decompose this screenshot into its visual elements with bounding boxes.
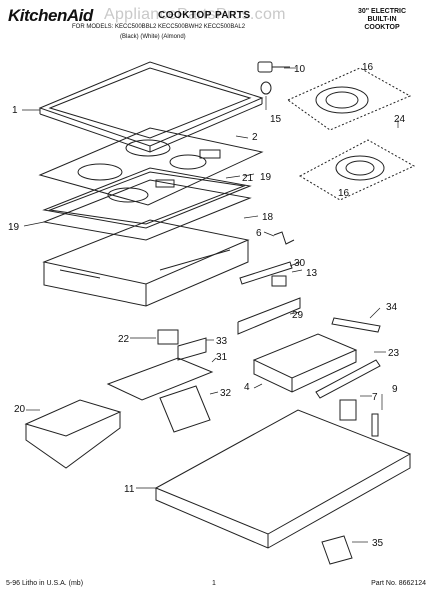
callout-32: 32	[220, 388, 232, 399]
callout-21: 21	[242, 173, 254, 184]
callout-7: 7	[372, 392, 378, 403]
part-16-24-elements	[286, 67, 416, 201]
part-2-glass-top	[38, 127, 264, 206]
callout-19-left: 19	[8, 222, 20, 233]
callout-15: 15	[270, 114, 282, 125]
part-4-control-panel	[252, 333, 358, 393]
part-30-13-bracket	[239, 261, 293, 287]
page-title: COOKTOP PARTS	[158, 10, 251, 21]
callout-16-bottom: 16	[338, 188, 350, 199]
product-subtitle: 30" ELECTRIC BUILT-IN COOKTOP	[338, 8, 426, 32]
callout-35: 35	[372, 538, 384, 549]
part-31-tray	[106, 357, 214, 401]
part-10-15-knob	[257, 61, 290, 95]
part-29-bracket	[237, 297, 301, 335]
callout-24: 24	[394, 114, 406, 125]
callout-29: 29	[292, 310, 304, 321]
callout-9: 9	[392, 384, 398, 395]
model-numbers: FOR MODELS: KECC500BBL2 KECC500BWH2 KECC…	[72, 24, 246, 30]
part-6-wire	[273, 231, 295, 245]
part-1-frame	[38, 61, 264, 153]
callout-2: 2	[252, 132, 258, 143]
part-32-bracket	[159, 385, 211, 433]
part-7-switch	[339, 399, 357, 421]
part-33-bracket	[177, 337, 207, 361]
watermark: AppliancePartsPros.com	[104, 6, 286, 23]
subtitle-line-3: COOKTOP	[364, 24, 400, 31]
callout-6: 6	[256, 228, 262, 239]
subtitle-line-1: 30" ELECTRIC	[357, 8, 407, 15]
part-11-base	[154, 409, 412, 549]
callout-11: 11	[124, 484, 135, 495]
callout-31: 31	[216, 352, 228, 363]
brand-logo: KitchenAid	[8, 6, 93, 25]
callout-16-top: 16	[362, 62, 374, 73]
callout-22: 22	[118, 334, 130, 345]
callout-19-right: 19	[260, 172, 272, 183]
part-9-fuse	[371, 413, 379, 437]
part-18-burner-box	[42, 219, 250, 307]
callout-23: 23	[388, 348, 400, 359]
part-20-side-panel	[24, 399, 122, 469]
model-colors: (Black) (White) (Almond)	[120, 34, 186, 40]
callout-4: 4	[244, 382, 250, 393]
diagram-header: AppliancePartsPros.com KitchenAid COOKTO…	[8, 6, 426, 52]
callout-18: 18	[262, 212, 274, 223]
part-35-clip	[321, 535, 353, 565]
part-number: Part No. 8662124	[371, 580, 426, 587]
part-22-terminal	[157, 329, 179, 345]
callout-20: 20	[14, 404, 26, 415]
part-34-strip	[331, 317, 381, 333]
callout-1: 1	[12, 105, 18, 116]
callout-13: 13	[306, 268, 318, 279]
part-16-element-coils	[315, 86, 385, 181]
page-number: 1	[212, 580, 216, 587]
leader-lines	[22, 67, 399, 543]
callout-33: 33	[216, 336, 228, 347]
litho-note: 5-96 Litho in U.S.A. (mb)	[6, 580, 84, 587]
callout-30: 30	[294, 258, 306, 269]
part-21-19-gasket	[42, 167, 252, 241]
callout-34: 34	[386, 302, 398, 313]
part-23-rail	[315, 359, 381, 399]
callout-10: 10	[294, 64, 306, 75]
subtitle-line-2: BUILT-IN	[367, 16, 397, 23]
